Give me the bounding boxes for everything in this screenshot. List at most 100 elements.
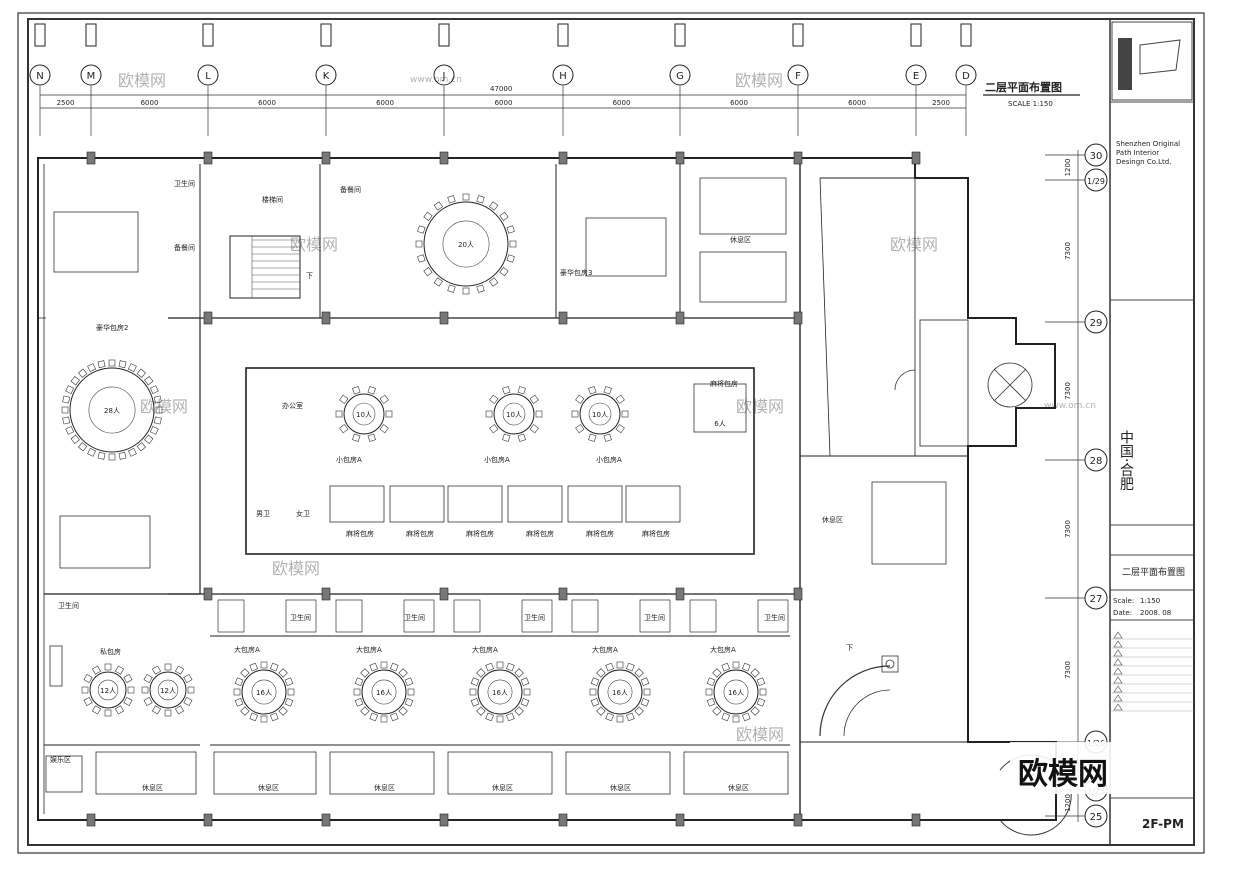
chair <box>476 706 486 716</box>
chair <box>489 394 499 404</box>
chair <box>496 661 504 669</box>
label-lounge-2: 休息区 <box>142 783 163 792</box>
chair <box>70 376 80 386</box>
revision-triangle <box>1113 676 1123 684</box>
chair <box>499 267 509 277</box>
label-wc-2: 卫生间 <box>58 601 79 610</box>
chair <box>496 715 504 723</box>
grid-gap: 2500 <box>932 99 950 107</box>
watermark-brand-1: 欧模网 <box>118 71 166 90</box>
grid-marker-top <box>34 23 46 47</box>
row-dim: 7300 <box>1064 382 1072 400</box>
grid-bubble-G <box>669 64 691 86</box>
chair <box>603 433 612 442</box>
chair <box>590 677 600 686</box>
chair <box>523 688 531 696</box>
chair <box>626 712 635 722</box>
chair <box>141 686 149 694</box>
column <box>675 311 685 325</box>
grid-bubble-F <box>787 64 809 86</box>
table-seat-label: 12人 <box>160 687 176 695</box>
project-name: 中国·合肥 <box>1118 430 1134 492</box>
chair <box>104 663 112 671</box>
lazy-susan <box>88 386 136 434</box>
chair <box>187 686 195 694</box>
table-seat-label: 12人 <box>100 687 116 695</box>
chair <box>369 712 378 722</box>
washroom-stall <box>689 599 717 633</box>
column <box>793 311 803 325</box>
furniture-block <box>329 485 385 523</box>
chair <box>485 662 494 672</box>
chair <box>380 715 388 723</box>
chair <box>712 668 722 678</box>
chair <box>379 424 389 434</box>
chair <box>721 662 730 672</box>
revision-triangle <box>1113 658 1123 666</box>
column <box>793 813 803 827</box>
row-dim: 1200 <box>1064 794 1072 812</box>
table-seat-label: 16人 <box>256 689 272 697</box>
chair <box>270 662 279 672</box>
chair <box>588 433 597 442</box>
row-label-30: 30 <box>1090 151 1103 162</box>
chair <box>520 677 530 686</box>
chair <box>123 696 133 707</box>
grid-gap: 6000 <box>495 99 513 107</box>
chair <box>260 661 268 669</box>
chair <box>398 706 408 716</box>
chair <box>756 698 766 707</box>
label-big-room: 大包房A <box>356 645 382 654</box>
scale-value: 1:150 <box>1140 597 1160 605</box>
round-table <box>713 669 759 715</box>
chair <box>706 677 716 686</box>
chair <box>417 225 426 234</box>
chair <box>91 705 102 715</box>
round-table <box>579 393 621 435</box>
chair <box>596 668 606 678</box>
column <box>439 813 449 827</box>
furniture-block <box>53 211 139 273</box>
chair <box>278 668 288 678</box>
row-label-27: 27 <box>1090 594 1103 605</box>
chair <box>407 688 415 696</box>
column <box>203 311 213 325</box>
chair <box>91 665 102 675</box>
chair <box>390 662 399 672</box>
label-lounge: 休息区 <box>492 783 513 792</box>
chair <box>423 211 433 221</box>
chair <box>417 254 426 263</box>
chair <box>462 193 470 201</box>
chair <box>433 201 443 211</box>
chair <box>234 698 244 707</box>
chair <box>153 395 162 404</box>
chair <box>65 385 75 395</box>
chair <box>423 267 433 277</box>
chair <box>506 254 515 263</box>
chair <box>588 386 597 395</box>
washroom-stall <box>335 599 363 633</box>
label-lounge: 休息区 <box>258 783 279 792</box>
chair <box>78 442 88 452</box>
chair <box>144 376 154 386</box>
grid-marker-top <box>960 23 972 47</box>
chair <box>590 698 600 707</box>
chair <box>485 410 493 418</box>
revision-triangles <box>1110 631 1194 712</box>
chair <box>183 696 193 707</box>
furniture-block <box>871 481 947 565</box>
drawing-scale: SCALE 1:150 <box>1008 100 1053 108</box>
column <box>558 587 568 601</box>
label-mahjong: 麻将包房 <box>710 379 738 388</box>
chair <box>506 712 515 722</box>
chair <box>234 677 244 686</box>
chair <box>404 698 414 707</box>
chair <box>575 394 585 404</box>
column <box>911 813 921 827</box>
label-small-room: 小包房A <box>596 455 622 464</box>
label-women: 女卫 <box>296 509 310 518</box>
chair <box>65 425 75 435</box>
chair <box>476 668 486 678</box>
grid-gap: 6000 <box>258 99 276 107</box>
revision-triangle <box>1113 640 1123 648</box>
